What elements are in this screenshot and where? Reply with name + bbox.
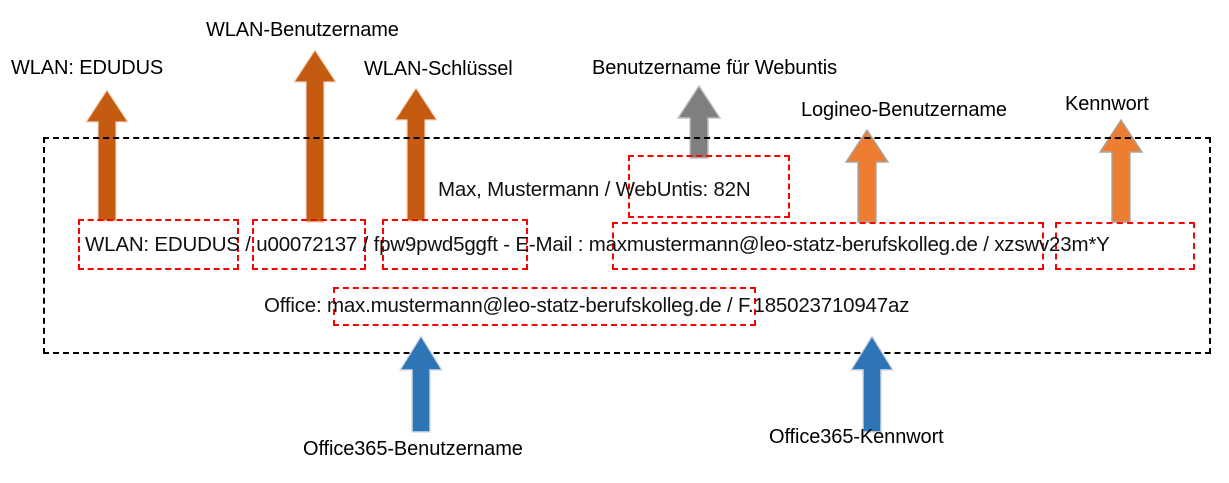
record-separator: / xyxy=(604,178,611,201)
record-office-label: Office: xyxy=(264,294,322,317)
record-office-email: max.mustermann@leo-statz-berufskolleg.de xyxy=(326,294,722,317)
callout-label-logineo-username: Logineo-Benutzername xyxy=(801,99,1007,121)
callout-label-wlan-ssid: WLAN: EDUDUS xyxy=(11,57,164,79)
highlight-box-wlan-username xyxy=(252,219,366,270)
record-office-password: F.185023710947az xyxy=(737,294,910,317)
record-wlan-key: fpw9pwd5ggft xyxy=(373,233,498,256)
record-sep-3: / xyxy=(983,233,989,256)
record-wlan-username: u00072137 xyxy=(256,233,358,256)
arrow-up-wlan-key xyxy=(393,86,439,223)
callout-label-office365-username: Office365-Benutzername xyxy=(303,438,523,460)
record-office-sep: / xyxy=(726,294,733,317)
callout-label-office365-password: Office365-Kennwort xyxy=(769,426,944,448)
record-line-office: Office: max.mustermann@leo-statz-berufsk… xyxy=(264,294,909,318)
highlight-box-wlan-ssid xyxy=(78,219,239,270)
arrow-up-webuntis-username xyxy=(676,84,722,160)
arrow-up-wlan-username xyxy=(292,48,338,224)
highlight-box-office-email xyxy=(333,287,756,326)
arrow-up-office365-username xyxy=(397,334,445,434)
record-name: Max, Mustermann xyxy=(438,178,600,201)
callout-label-kennwort: Kennwort xyxy=(1065,93,1149,115)
highlight-box-kennwort xyxy=(1055,222,1195,270)
record-password: xzswv23m*Y xyxy=(994,233,1110,256)
record-line-main: WLAN: EDUDUS / u00072137 / fpw9pwd5ggft … xyxy=(85,233,1110,257)
record-sep-2: / xyxy=(362,233,369,256)
record-container xyxy=(43,137,1211,354)
highlight-box-webuntis xyxy=(628,155,790,218)
highlight-box-wlan-key xyxy=(382,219,528,270)
record-email-label: - E-Mail : xyxy=(503,233,584,256)
callout-label-webuntis-username: Benutzername für Webuntis xyxy=(592,57,838,79)
record-webuntis: WebUntis: 82N xyxy=(615,178,751,201)
record-wlan-ssid: WLAN: EDUDUS xyxy=(85,233,240,256)
callout-label-wlan-key: WLAN-Schlüssel xyxy=(364,58,513,80)
record-email: maxmustermann@leo-statz-berufskolleg.de xyxy=(588,233,978,256)
callout-label-wlan-username: WLAN-Benutzername xyxy=(206,19,399,41)
highlight-box-logineo-email xyxy=(612,222,1044,270)
record-sep-1: / xyxy=(245,233,251,256)
record-line-name-webuntis: Max, Mustermann / WebUntis: 82N xyxy=(438,178,751,202)
arrow-up-wlan-ssid xyxy=(84,88,130,223)
arrow-up-office365-password xyxy=(848,334,896,434)
